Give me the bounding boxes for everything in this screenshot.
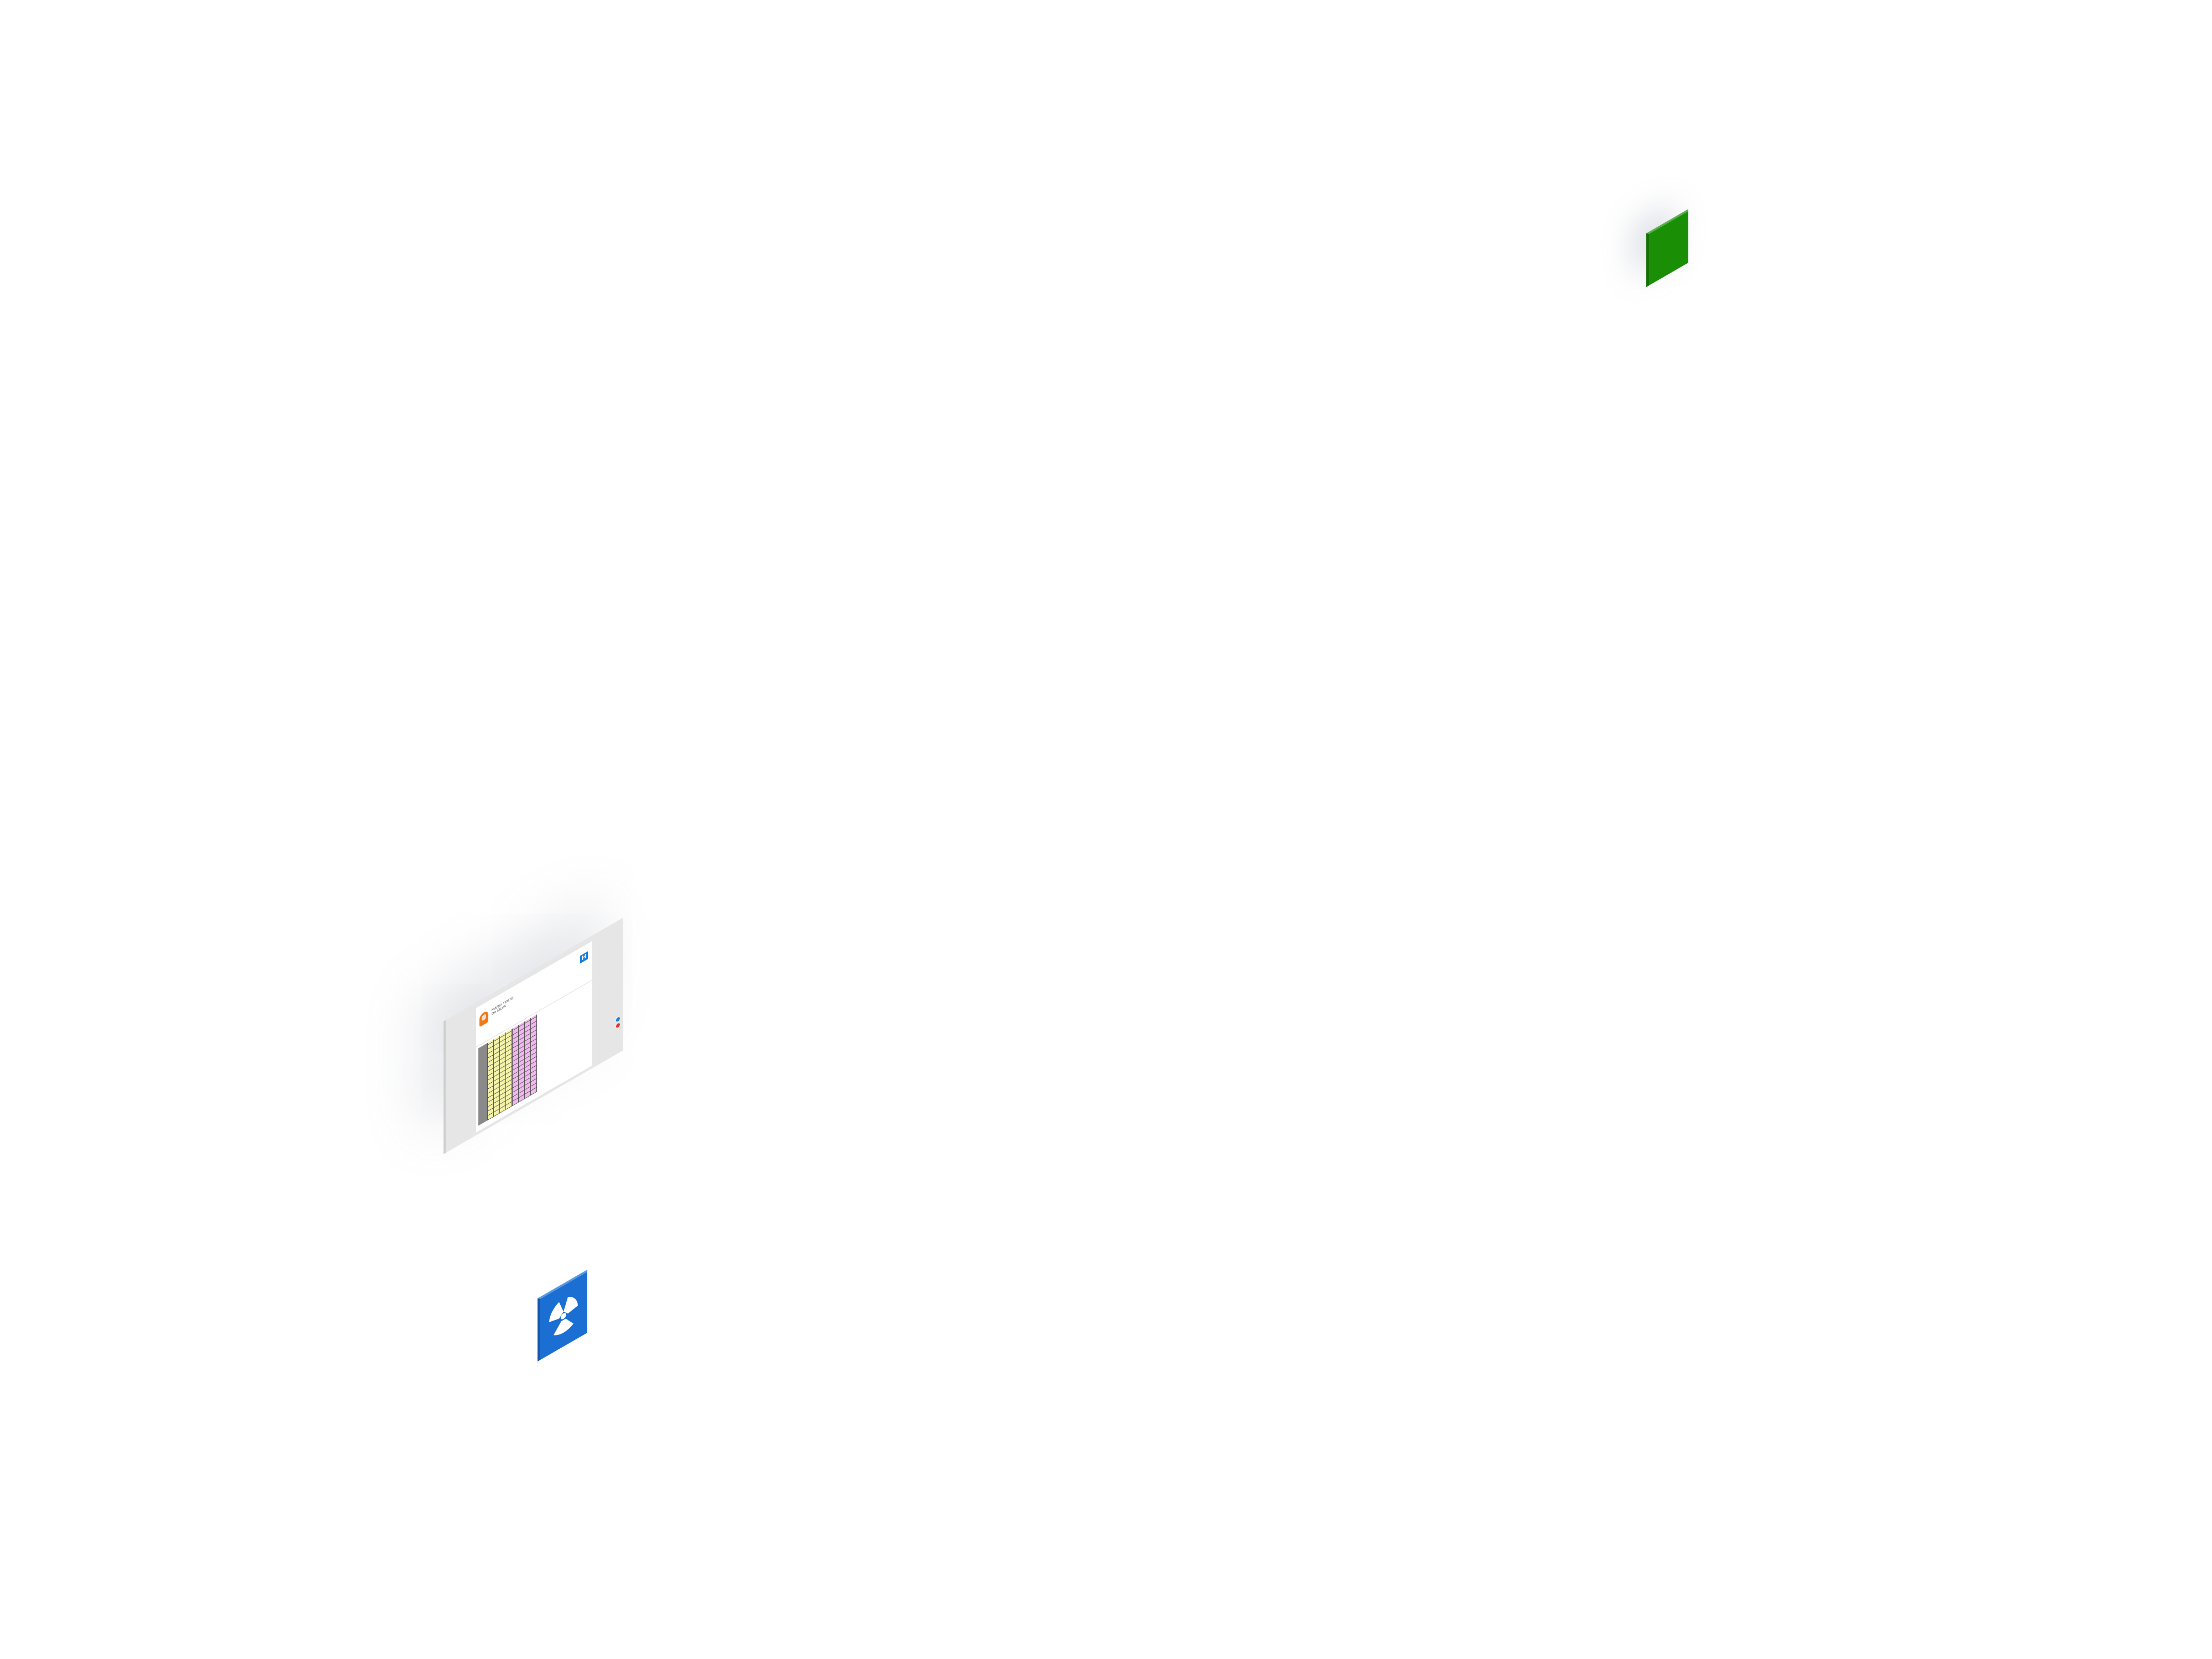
tablet-device: MARIA TESTE DA SILVA H (444, 917, 623, 1154)
patient-name: MARIA TESTE DA SILVA (492, 996, 514, 1016)
radiation-icon (549, 1297, 578, 1335)
edit-button-blue[interactable] (616, 1016, 620, 1022)
document-screen: MARIA TESTE DA SILVA H (476, 941, 592, 1133)
radiation-tile (538, 1270, 587, 1361)
table-section-1 (487, 1029, 512, 1121)
patient-avatar (479, 1010, 488, 1027)
table-label-column (478, 1043, 487, 1126)
document-meta (537, 972, 559, 985)
edit-button-red[interactable] (616, 1022, 620, 1029)
table-section-2 (512, 1014, 537, 1107)
green-tile (1646, 209, 1688, 287)
hospital-logo: H (580, 951, 588, 964)
